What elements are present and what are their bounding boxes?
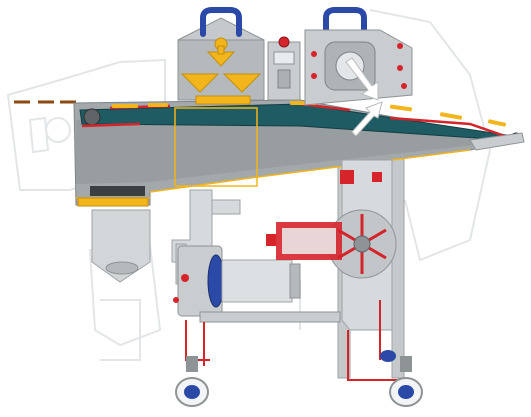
dosing-funnels xyxy=(180,51,262,105)
fan-housing xyxy=(266,159,397,331)
dosing-hopper-roof xyxy=(177,17,265,41)
wheel-icon xyxy=(175,350,423,407)
belt-drum-left xyxy=(83,108,101,126)
outlet-lip xyxy=(469,132,525,151)
collector-box xyxy=(91,209,151,283)
tray-dark-slot xyxy=(90,186,145,196)
handle-icon xyxy=(200,7,367,37)
motor-assembly xyxy=(173,245,341,323)
dosing-arrow-icon xyxy=(214,37,228,55)
control-panel xyxy=(267,36,301,101)
lamp-icon xyxy=(278,36,290,48)
arrow-icon xyxy=(345,57,383,137)
bottom-tray xyxy=(77,197,149,207)
hopper-shadow xyxy=(76,118,500,184)
flow-markers xyxy=(112,101,507,127)
